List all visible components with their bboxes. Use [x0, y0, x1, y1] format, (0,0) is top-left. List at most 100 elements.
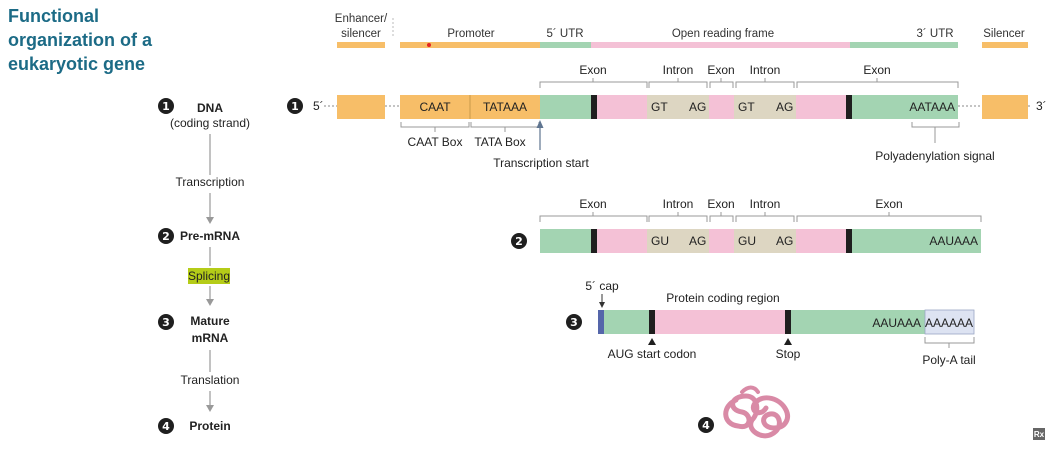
folded-protein — [723, 393, 790, 439]
exon-bracket — [709, 81, 734, 88]
coding-region-segment — [655, 310, 785, 334]
mature-mrna-row: 3 5´ cap Protein coding region AAUAAA AA… — [566, 279, 976, 367]
intron-bracket — [648, 215, 708, 222]
mature-step-badge — [566, 314, 582, 330]
ag-1-text: AG — [689, 100, 706, 114]
flow-mrna-label: mRNA — [192, 331, 229, 345]
ag-2-text: AG — [776, 100, 793, 114]
utr5-bar — [540, 42, 591, 48]
exon-1-segment — [597, 95, 647, 119]
tata-box — [470, 95, 540, 119]
step-4-badge — [158, 418, 174, 434]
exon-bracket — [796, 81, 959, 88]
intron-label: Intron — [750, 63, 781, 77]
pre-mrna-step-badge — [511, 233, 527, 249]
aauaaa-text: AAUAAA — [929, 234, 978, 248]
protein-row: 4 — [698, 385, 790, 439]
transcription-start-arrowhead — [536, 120, 544, 128]
protein-step-number: 4 — [702, 419, 710, 432]
flow-arrowhead — [206, 405, 214, 412]
region-labels: Enhancer/ silencer Promoter 5´ UTR Open … — [335, 13, 1028, 48]
stop-label: Stop — [776, 347, 801, 361]
exon-bracket — [796, 215, 982, 222]
flow-transcription-label: Transcription — [176, 175, 245, 189]
title-line-1: Functional — [8, 6, 99, 26]
flow-mature-label: Mature — [190, 314, 230, 328]
utr3-segment — [791, 310, 925, 334]
orf-label: Open reading frame — [672, 28, 774, 40]
gt-1-text: GT — [651, 100, 668, 114]
silencer-box — [982, 95, 1028, 119]
step-3-number: 3 — [162, 316, 170, 329]
step-2-badge — [158, 228, 174, 244]
folded-protein-end — [740, 385, 760, 394]
rx-watermark-box — [1033, 428, 1045, 440]
enhancer-silencer-label: silencer — [341, 28, 381, 40]
intron-2-segment — [734, 229, 796, 253]
mature-step-number: 3 — [570, 316, 578, 329]
tata-box-label: TATA Box — [474, 135, 525, 149]
step-4-number: 4 — [162, 420, 170, 433]
promoter-marker — [427, 43, 431, 47]
flow-dna-label: DNA — [197, 101, 223, 115]
ag-2-text: AG — [776, 234, 793, 248]
utr5-label: 5´ UTR — [546, 28, 583, 40]
gu-1-text: GU — [651, 234, 669, 248]
poly-a-tail-label: Poly-A tail — [922, 353, 975, 367]
exon-label: Exon — [579, 63, 606, 77]
aauaaa-text: AAUAAA — [872, 316, 921, 330]
flow-chart: 1 DNA (coding strand) Transcription 2 Pr… — [158, 98, 250, 434]
step-1-badge — [158, 98, 174, 114]
exon-label: Exon — [875, 197, 902, 211]
stop-codon-mark — [846, 229, 852, 253]
utr3-segment — [852, 229, 981, 253]
step-2-number: 2 — [162, 230, 170, 243]
intron-label: Intron — [663, 63, 694, 77]
promoter-bar — [400, 42, 540, 48]
step-1-number: 1 — [162, 100, 170, 113]
protein-step-badge — [698, 417, 714, 433]
aataaa-text: AATAAA — [909, 100, 955, 114]
protein-coding-region-label: Protein coding region — [666, 291, 779, 305]
five-prime-cap — [598, 310, 604, 334]
figure-title: Functional organization of a eukaryotic … — [8, 6, 153, 74]
gu-2-text: GU — [738, 234, 756, 248]
flow-coding-strand-label: (coding strand) — [170, 116, 250, 130]
start-codon-mark — [591, 95, 597, 119]
exon-1-segment — [597, 229, 647, 253]
intron-label: Intron — [663, 197, 694, 211]
enhancer-bar — [337, 42, 385, 48]
poly-a-tail-segment — [924, 309, 975, 335]
stop-codon-pointer — [784, 338, 792, 345]
cap-label: 5´ cap — [585, 279, 619, 293]
utr5-segment — [540, 95, 591, 119]
enhancer-label: Enhancer/ — [335, 13, 388, 25]
title-line-2: organization of a — [8, 30, 153, 50]
exon-label: Exon — [863, 63, 890, 77]
flow-splicing-label: Splicing — [188, 269, 230, 283]
caat-box — [400, 95, 470, 119]
gt-2-text: GT — [738, 100, 755, 114]
rx-watermark: Rx — [1034, 430, 1045, 439]
promoter-label: Promoter — [447, 28, 494, 40]
cap-arrowhead — [599, 302, 605, 308]
silencer-label: Silencer — [983, 28, 1025, 40]
exon-label: Exon — [707, 197, 734, 211]
caat-text: CAAT — [419, 100, 451, 114]
dna-five-prime: 5´ — [313, 99, 324, 113]
polyadenylation-signal-label: Polyadenylation signal — [875, 149, 994, 163]
title-line-3: eukaryotic gene — [8, 54, 145, 74]
intron-bracket — [735, 215, 795, 222]
exon-bracket — [539, 215, 648, 222]
exon-label: Exon — [707, 63, 734, 77]
start-codon-pointer — [648, 338, 656, 345]
intron-bracket — [648, 81, 708, 88]
flow-protein-label: Protein — [189, 419, 230, 433]
caat-box-label: CAAT Box — [408, 135, 463, 149]
exon-3-segment — [796, 229, 846, 253]
exon-bracket — [709, 215, 734, 222]
aug-start-codon-label: AUG start codon — [608, 347, 697, 361]
utr3-segment — [852, 95, 958, 119]
exon-3-segment — [796, 95, 846, 119]
